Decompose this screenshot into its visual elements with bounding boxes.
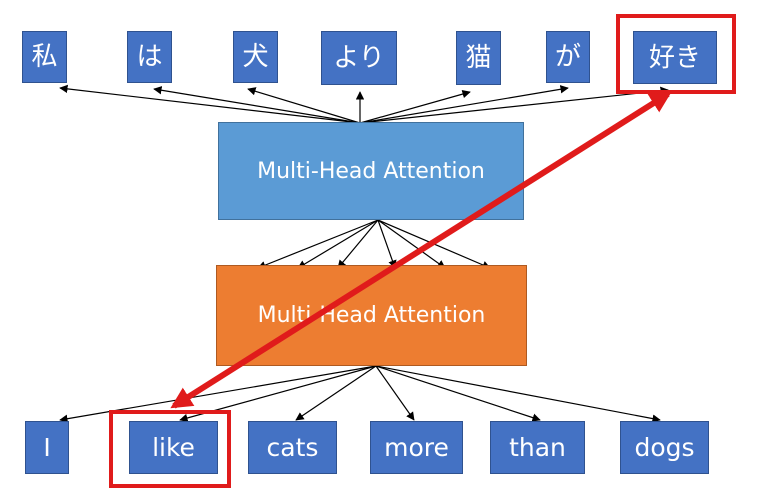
source-token: I (25, 421, 69, 474)
target-token: 私 (22, 31, 67, 83)
alignment-arrow (170, 91, 672, 409)
target-token: 犬 (233, 31, 278, 83)
target-highlight-box (616, 14, 736, 94)
source-token: than (490, 421, 585, 474)
source-highlight-box (109, 410, 231, 488)
target-token-highlighted: 好き (633, 31, 717, 84)
source-token-highlighted: like (129, 421, 218, 474)
source-token: dogs (620, 421, 709, 474)
source-token: more (370, 421, 463, 474)
source-token: cats (248, 421, 337, 474)
target-token: より (321, 31, 397, 85)
target-token: は (127, 31, 172, 83)
target-token: 猫 (456, 31, 501, 85)
target-token: が (546, 31, 590, 83)
